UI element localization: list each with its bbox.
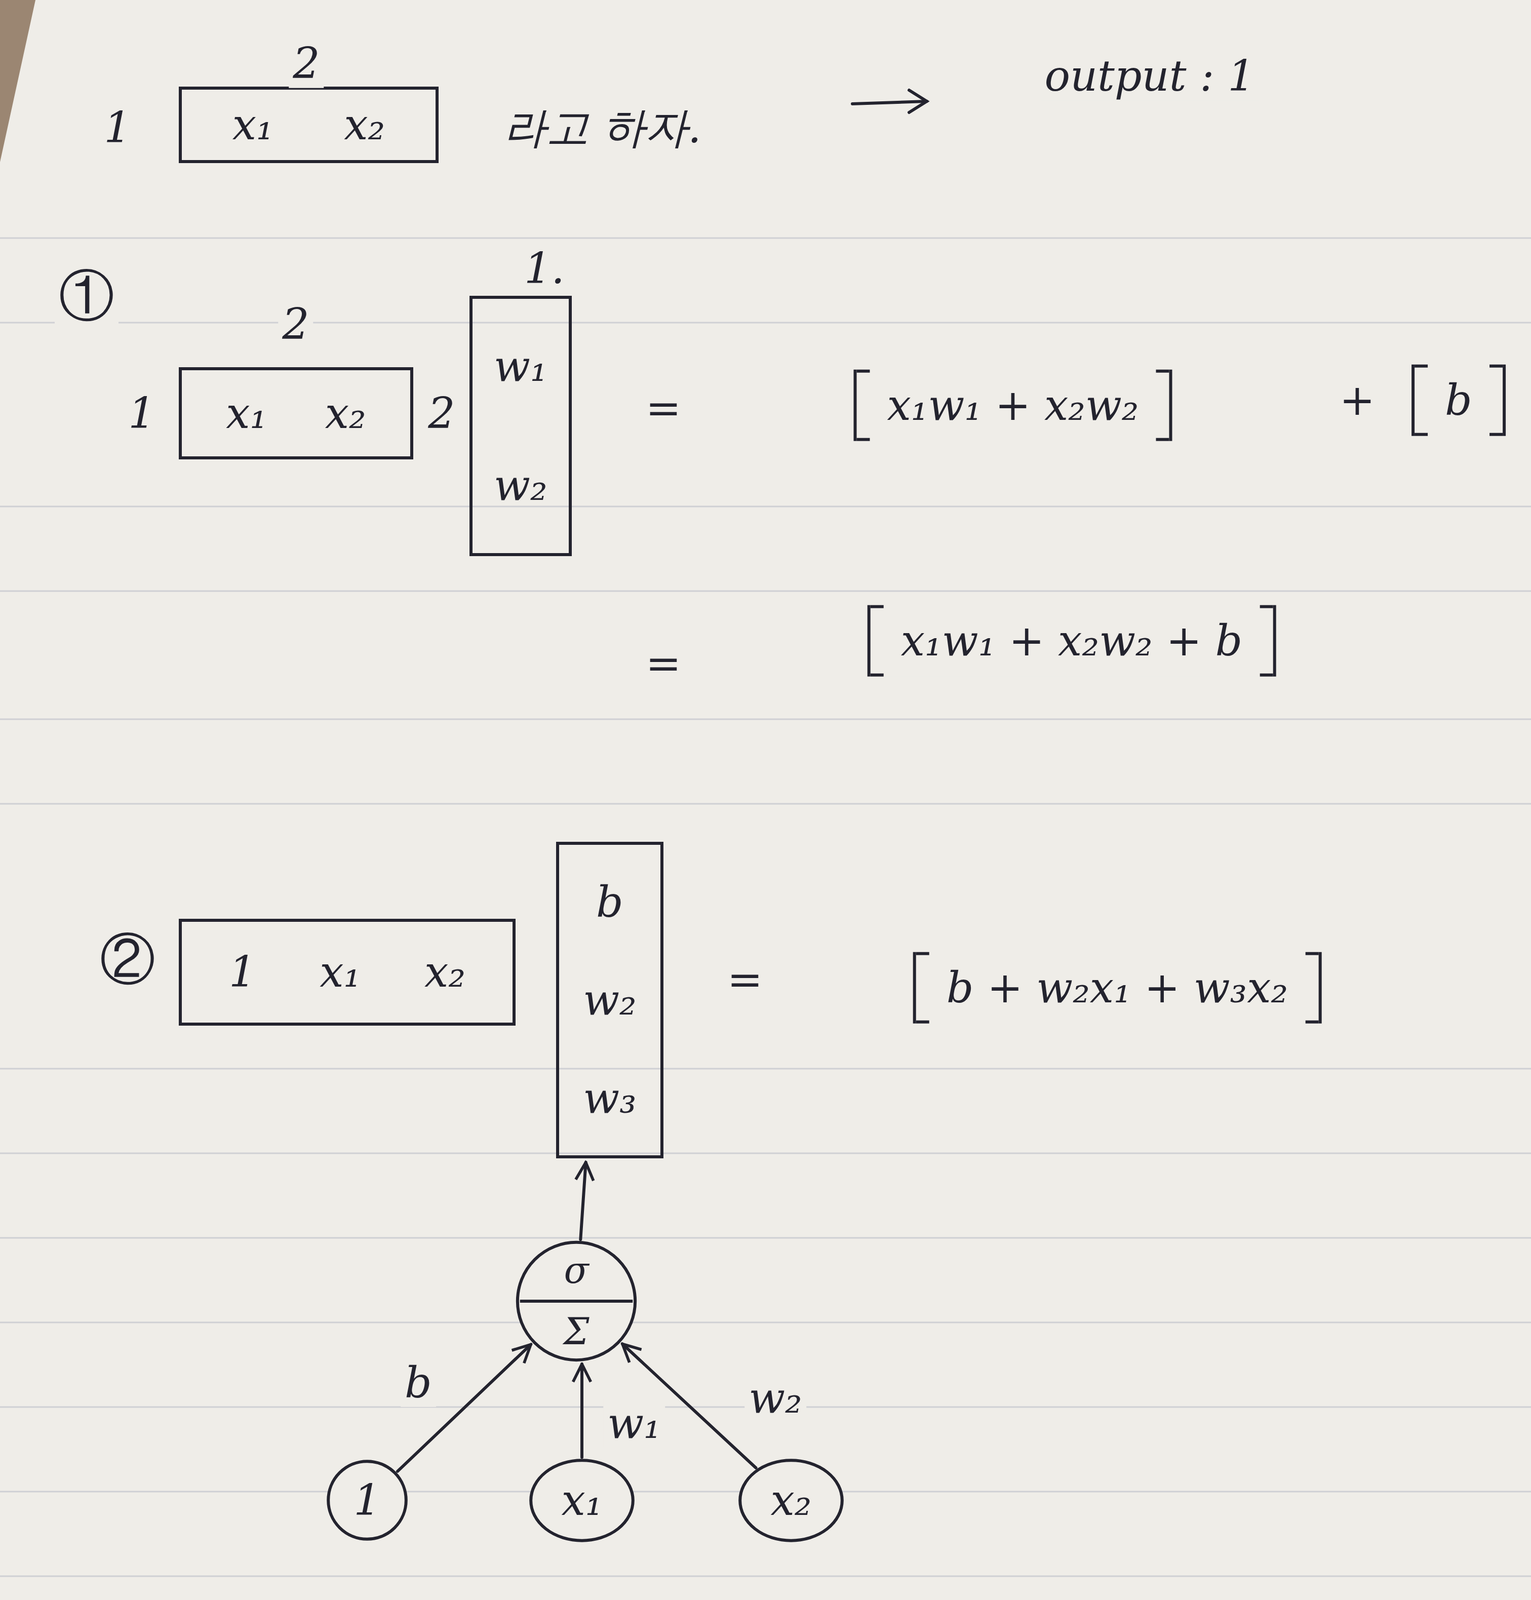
- entry-text: b: [590, 877, 630, 927]
- entry-text: w₂: [487, 460, 554, 510]
- dimension: 1.: [520, 244, 569, 294]
- dimension: 1: [124, 388, 160, 439]
- entry-text: x₁: [226, 100, 280, 150]
- entry-text: w₃: [576, 1073, 643, 1123]
- section-number: ①: [54, 263, 119, 329]
- ruled-line: [0, 1237, 1531, 1239]
- note: 라고 하자.: [499, 103, 705, 153]
- entry-text: x₂: [764, 1475, 818, 1525]
- matrix-box: x₁ x₂: [178, 86, 439, 164]
- output-arrow: [852, 90, 927, 113]
- circle-outline: [739, 1460, 843, 1541]
- dimension: 2: [288, 38, 324, 89]
- row-vector-box: x₁ x₂: [178, 367, 414, 460]
- ruled-line: [0, 1152, 1531, 1155]
- circle-outline: [530, 1460, 634, 1541]
- ruled-line: [0, 1321, 1531, 1324]
- circle-outline: [328, 1461, 407, 1540]
- equals-sign: =: [723, 955, 767, 1005]
- dimension: 1: [99, 103, 135, 153]
- arrow-shaft: [852, 101, 927, 104]
- column-vector-box: b w₂ w₃: [556, 841, 664, 1159]
- input-circle: 1: [326, 1459, 408, 1541]
- arrow-connector: [580, 1162, 586, 1240]
- ruled-line: [0, 1575, 1531, 1578]
- bracket-expression: b: [1411, 364, 1506, 437]
- entry-text: x₁: [555, 1475, 609, 1525]
- dimension: 2: [423, 388, 459, 439]
- plus-sign: +: [1335, 375, 1380, 425]
- entry-text: x₂: [337, 100, 391, 150]
- ruled-line: [0, 505, 1531, 508]
- entry-text: w₁: [487, 341, 554, 391]
- entry-text: w₂: [576, 975, 643, 1025]
- entry-text: x₁: [313, 947, 367, 997]
- desk-corner: [0, 0, 36, 163]
- column-vector-box: w₁ w₂: [469, 295, 572, 557]
- input-circle: x₂: [737, 1458, 845, 1543]
- activation-symbol: σ: [515, 1239, 638, 1302]
- bracket-expression: x₁w₁ + x₂w₂: [853, 369, 1172, 442]
- neuron-circle: σΣ: [515, 1239, 638, 1363]
- row-vector-box: 1 x₁ x₂: [178, 918, 516, 1026]
- entry-text: x₂: [319, 388, 373, 439]
- ruled-line: [0, 237, 1531, 240]
- neuron-divider: [520, 1299, 634, 1303]
- ruled-line: [0, 718, 1531, 721]
- output-note: output : 1: [1040, 51, 1259, 101]
- section-number: ②: [95, 927, 160, 992]
- weight-label: w₂: [744, 1373, 807, 1423]
- bracket-expression: b + w₂x₁ + w₃x₂: [913, 952, 1322, 1024]
- sum-symbol: Σ: [515, 1301, 638, 1363]
- input-circle: x₁: [528, 1458, 636, 1543]
- ruled-line: [0, 1068, 1531, 1070]
- entry-text: 1: [347, 1475, 387, 1525]
- ruled-lines: [0, 238, 1531, 1577]
- ruled-line: [0, 322, 1531, 324]
- ruled-line: [0, 803, 1531, 805]
- entry-text: x₁: [219, 388, 273, 439]
- weight-label: w₁: [603, 1398, 665, 1448]
- ruled-line: [0, 590, 1531, 593]
- weight-label: b: [400, 1358, 437, 1407]
- equals-sign: =: [641, 639, 686, 689]
- arrow-connector: [397, 1344, 531, 1472]
- equals-sign: =: [641, 383, 686, 434]
- entry-text: x₂: [418, 947, 472, 997]
- dimension: 2: [278, 299, 313, 349]
- bracket-expression: x₁w₁ + x₂w₂ + b: [867, 605, 1277, 677]
- arrow-connector: [580, 1363, 584, 1458]
- entry-text: 1: [222, 947, 262, 997]
- arrow-head: [909, 90, 927, 113]
